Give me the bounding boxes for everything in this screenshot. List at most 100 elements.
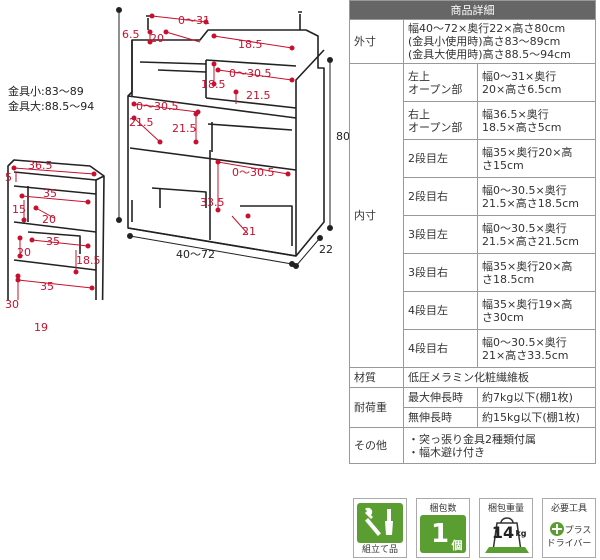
package-weight-badge: 梱包重量 14 kg	[479, 498, 533, 558]
inner-part-2: 右上オープン部	[403, 101, 478, 140]
assembly-badge: 組立て品	[353, 498, 407, 558]
inner-value-3: 幅35×奥行20×高さ15cm	[477, 139, 596, 178]
top-height-label: 6.5	[122, 28, 140, 41]
load-part-1: 最大伸長時	[403, 387, 478, 408]
inner-value-8-line-1: 幅0〜30.5×奥行	[482, 335, 567, 349]
other-label: その他	[349, 427, 404, 464]
inner-part-8: 4段目右	[403, 329, 478, 368]
plus-screwdriver-icon	[550, 522, 564, 536]
inner-value-5-line-1: 幅0〜30.5×奥行	[482, 221, 567, 235]
load-part-2: 無伸長時	[403, 407, 478, 428]
inner-value-3-line-2: さ15cm	[482, 158, 524, 172]
inner-value-1-line-2: 20×高さ6.5cm	[482, 82, 562, 96]
inner-value-6-line-2: さ18.5cm	[482, 272, 535, 286]
material-value: 低圧メラミン化粧繊維板	[403, 367, 596, 388]
mid-right-width-label: 0〜30.5	[229, 67, 272, 80]
mid-right-height-label: 18.5	[201, 78, 226, 91]
load-label: 耐荷重	[349, 387, 404, 428]
small-top-height-label: 5	[5, 171, 12, 184]
other-line-1: ・突っ張り金具2種類付属	[408, 432, 536, 446]
outer-size-value: 幅40〜72×奥行22×高さ80cm (金具小使用時)高さ83〜89cm (金具…	[403, 19, 596, 64]
inner-value-7: 幅35×奥行19×高さ30cm	[477, 291, 596, 330]
inner-value-2-line-1: 幅36.5×奥行	[482, 107, 549, 121]
package-weight-title: 梱包重量	[487, 504, 524, 514]
inner-value-6: 幅35×奥行20×高さ18.5cm	[477, 253, 596, 292]
package-weight-number: 14	[491, 523, 515, 542]
inner-part-5: 3段目左	[403, 215, 478, 254]
spec-table: 商品詳細 外寸 幅40〜72×奥行22×高さ80cm (金具小使用時)高さ83〜…	[349, 0, 596, 464]
inner-part-1-line-1: 左上	[408, 69, 430, 83]
inner-part-7: 4段目左	[403, 291, 478, 330]
inner-part-6: 3段目右	[403, 253, 478, 292]
load-value-2: 約15kg以下(棚1枚)	[477, 407, 596, 428]
inner-part-3: 2段目左	[403, 139, 478, 178]
mid-right-depth-label: 21.5	[246, 89, 271, 102]
small-row2-height-label: 15	[12, 203, 26, 216]
inner-part-1: 左上オープン部	[403, 63, 478, 102]
material-label: 材質	[349, 367, 404, 388]
inner-value-6-line-1: 幅35×奥行20×高	[482, 259, 573, 273]
info-icons: 組立て品 梱包数 1 個 梱包重量 14 kg 必要工具 プラス ドライバー	[353, 498, 599, 558]
other-line-2: ・幅木避け付き	[408, 445, 485, 459]
mid-left-height-label: 21.5	[172, 122, 197, 135]
package-count-badge: 梱包数 1 個	[416, 498, 470, 558]
load-value-1: 約7kg以下(棚1枚)	[477, 387, 596, 408]
inner-value-5-line-2: 21.5×高さ21.5cm	[482, 234, 579, 248]
mid-left-width-label: 0〜30.5	[136, 100, 179, 113]
small-row4-width-label: 35	[40, 280, 54, 293]
package-count-number: 1	[430, 519, 450, 549]
box-icon	[420, 515, 466, 553]
package-count-unit: 個	[451, 539, 463, 552]
inner-part-4: 2段目右	[403, 177, 478, 216]
tools-needed-title: 必要工具	[550, 504, 587, 514]
mid-left-depth-label: 21.5	[129, 116, 154, 129]
small-row2-depth-label: 20	[42, 213, 56, 226]
spec-title: 商品詳細	[349, 0, 596, 20]
bottom-right-width-label: 0〜30.5	[232, 166, 275, 179]
inner-part-1-line-2: オープン部	[408, 82, 463, 96]
small-row3-height-label: 20	[17, 246, 31, 259]
inner-part-2-line-2: オープン部	[408, 120, 463, 134]
bottom-right-height-label: 33.5	[200, 196, 225, 209]
weight-icon	[485, 517, 529, 553]
tools-icon	[357, 503, 403, 543]
package-count-title: 梱包数	[429, 504, 457, 514]
bottom-right-depth-label: 21	[242, 225, 256, 238]
outer-size-label: 外寸	[349, 19, 404, 64]
top-right-width-label: 18.5	[238, 38, 263, 51]
inner-value-3-line-1: 幅35×奥行20×高	[482, 145, 573, 159]
tools-needed-line-2: ドライバー	[546, 539, 592, 549]
overall-depth-label: 22	[319, 243, 333, 256]
shelf-drawing	[7, 7, 333, 300]
top-left-depth-label: 20	[150, 32, 164, 45]
tools-needed-badge: 必要工具 プラス ドライバー	[542, 498, 596, 558]
tools-needed-line-1: プラス	[564, 526, 592, 536]
small-row4-depth-label: 19	[34, 321, 48, 334]
inner-value-2-line-2: 18.5×高さ5cm	[482, 120, 562, 134]
inner-value-8-line-2: 21×高さ33.5cm	[482, 348, 569, 362]
small-top-width-label: 36.5	[28, 159, 53, 172]
small-row4-height-label: 30	[5, 298, 19, 311]
package-weight-unit: kg	[515, 529, 527, 538]
inner-value-7-line-2: さ30cm	[482, 310, 524, 324]
outer-size-line-2: (金具小使用時)高さ83〜89cm	[408, 35, 561, 48]
small-row2-width-label: 35	[43, 187, 57, 200]
inner-value-1-line-1: 幅0〜31×奥行	[482, 69, 557, 83]
small-row3-depth-label: 18.5	[76, 254, 101, 267]
dimension-diagrams: 0〜31 6.5 20 18.5 0〜30.5 18.5 21.5 0〜30.5…	[0, 0, 350, 300]
other-value: ・突っ張り金具2種類付属 ・幅木避け付き	[403, 427, 596, 464]
assembly-label: 組立て品	[361, 545, 398, 555]
outer-size-line-1: 幅40〜72×奥行22×高さ80cm	[408, 22, 566, 35]
small-row3-width-label: 35	[46, 235, 60, 248]
top-width-label: 0〜31	[178, 14, 210, 27]
inner-value-4-line-2: 21.5×高さ18.5cm	[482, 196, 579, 210]
fitting-large-note: 金具大:88.5〜94	[8, 100, 95, 113]
overall-width-label: 40〜72	[176, 248, 215, 261]
overall-height-label: 80	[336, 130, 350, 143]
inner-value-4-line-1: 幅0〜30.5×奥行	[482, 183, 567, 197]
